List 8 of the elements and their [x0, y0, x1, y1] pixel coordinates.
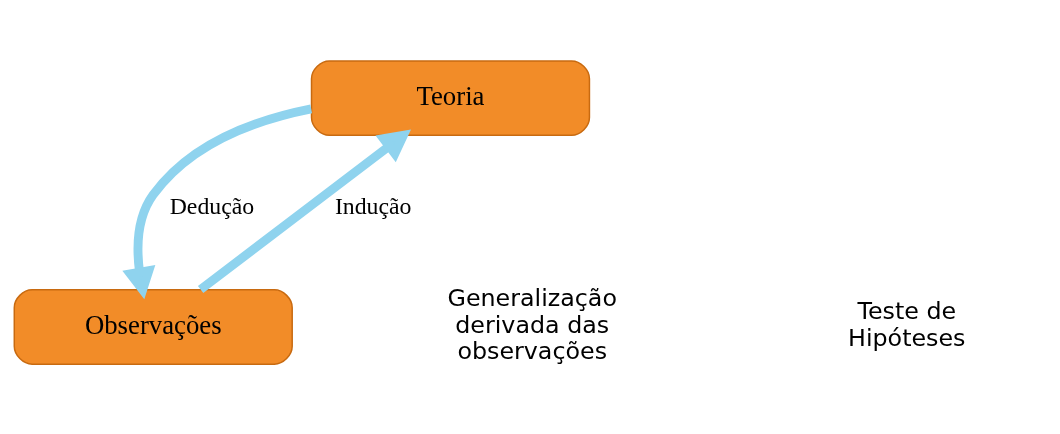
node-box: Observações [13, 289, 293, 365]
label: Generalização derivada das observações [447, 283, 617, 366]
node-box: Teoria [310, 60, 591, 136]
label: Teste de Hipóteses [848, 297, 966, 353]
edge-label: Dedução [169, 192, 255, 219]
arrow [197, 129, 412, 294]
edge-label: Indução [334, 192, 412, 219]
arrow [122, 104, 313, 300]
